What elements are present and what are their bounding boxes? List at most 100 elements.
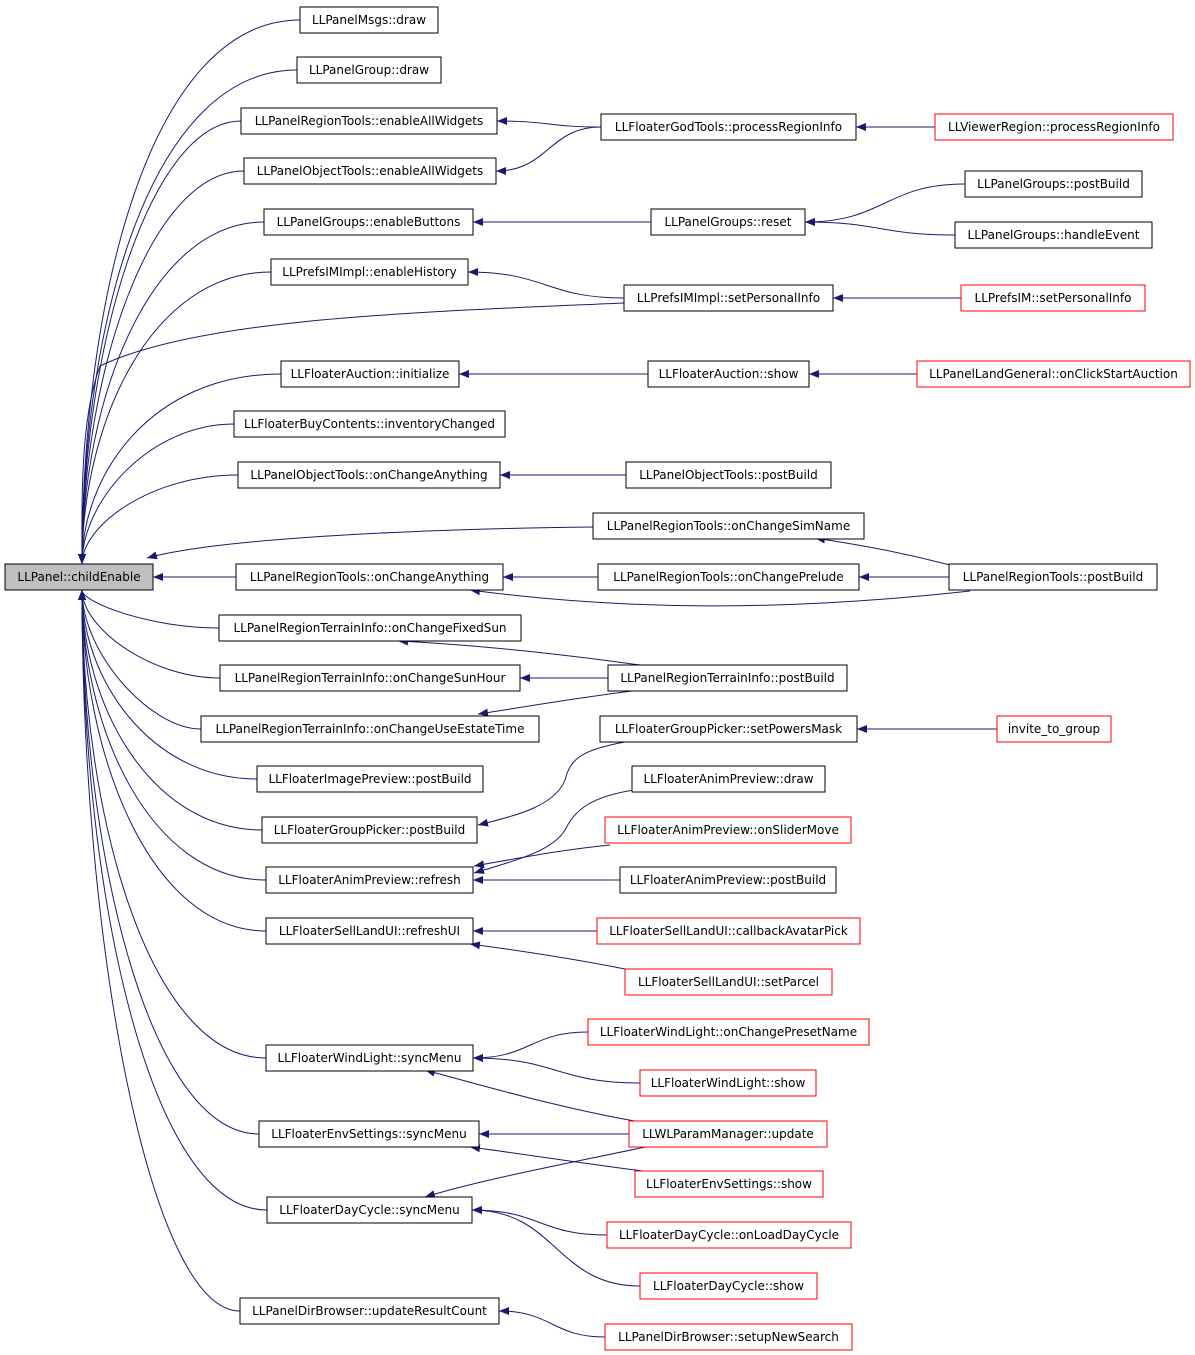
call-edge-wlp_update-to-dc_sync	[424, 1145, 651, 1198]
call-edge-wlp_update-to-wl_sync	[424, 1068, 641, 1123]
node-rt-simname[interactable]: LLPanelRegionTools::onChangeSimName	[592, 512, 865, 540]
node-ap-refresh[interactable]: LLFloaterAnimPreview::refresh	[265, 866, 474, 894]
node-rt-prelude[interactable]: LLPanelRegionTools::onChangePrelude	[597, 563, 860, 591]
call-edge-group_draw-to-root	[78, 69, 298, 565]
node-label: LLPanelDirBrowser::updateResultCount	[252, 1304, 487, 1318]
node-wlp-update[interactable]: LLWLParamManager::update	[628, 1120, 828, 1148]
node-rti-postbuild[interactable]: LLPanelRegionTerrainInfo::postBuild	[607, 664, 848, 692]
call-edge-rt_simname-to-root	[146, 526, 594, 560]
node-box	[237, 461, 501, 489]
node-groups-handle[interactable]: LLPanelGroups::handleEvent	[954, 221, 1153, 249]
node-box	[256, 765, 484, 793]
node-box	[266, 1196, 473, 1224]
node-dc-show[interactable]: LLFloaterDayCycle::show	[639, 1272, 818, 1300]
call-edge-groups_handle-to-groups_reset	[804, 218, 956, 236]
node-label: LLPanelRegionTools::onChangePrelude	[613, 570, 843, 584]
node-auction-init[interactable]: LLFloaterAuction::initialize	[280, 360, 460, 388]
node-label: LLPanelRegionTools::onChangeAnything	[250, 570, 489, 584]
node-label: LLFloaterDayCycle::syncMenu	[279, 1203, 459, 1217]
node-label: invite_to_group	[1008, 722, 1100, 736]
node-sl-parcel[interactable]: LLFloaterSellLandUI::setParcel	[624, 968, 833, 996]
node-gp-powers[interactable]: LLFloaterGroupPicker::setPowersMask	[599, 715, 858, 743]
node-label: LLPanelLandGeneral::onClickStartAuction	[929, 367, 1178, 381]
call-edge-db_search-to-db_update	[498, 1307, 606, 1338]
node-prefsim-setinfo[interactable]: LLPrefsIM::setPersonalInfo	[960, 284, 1146, 312]
node-label: LLPanelObjectTools::postBuild	[639, 468, 818, 482]
node-msgs-draw[interactable]: LLPanelMsgs::draw	[299, 6, 439, 34]
graph-nodes: LLPanel::childEnable LLPanelMsgs::drawLLP…	[4, 6, 1191, 1351]
node-es-sync[interactable]: LLFloaterEnvSettings::syncMenu	[258, 1120, 480, 1148]
node-gp-postbuild[interactable]: LLFloaterGroupPicker::postBuild	[261, 816, 478, 844]
node-buy-inv[interactable]: LLFloaterBuyContents::inventoryChanged	[233, 410, 506, 438]
node-box	[597, 563, 860, 591]
node-prefs-history[interactable]: LLPrefsIMImpl::enableHistory	[270, 258, 469, 286]
node-wl-show[interactable]: LLFloaterWindLight::show	[639, 1069, 817, 1097]
call-edge-ot_enable-to-root	[78, 170, 245, 565]
node-rt-postbuild[interactable]: LLPanelRegionTools::postBuild	[948, 563, 1158, 591]
node-label: LLFloaterImagePreview::postBuild	[268, 772, 471, 786]
node-rt-change[interactable]: LLPanelRegionTools::onChangeAnything	[235, 563, 504, 591]
node-label: LLFloaterBuyContents::inventoryChanged	[244, 417, 495, 431]
node-invite-group[interactable]: invite_to_group	[996, 715, 1112, 743]
call-edge-groups_enable-to-root	[78, 221, 265, 565]
node-groups-enable[interactable]: LLPanelGroups::enableButtons	[263, 208, 474, 236]
node-sl-refresh[interactable]: LLFloaterSellLandUI::refreshUI	[265, 917, 474, 945]
node-label: LLFloaterGroupPicker::postBuild	[274, 823, 466, 837]
node-box	[606, 1221, 852, 1249]
node-wl-sync[interactable]: LLFloaterWindLight::syncMenu	[265, 1044, 474, 1072]
node-box	[960, 284, 1146, 312]
node-ap-slider[interactable]: LLFloaterAnimPreview::onSliderMove	[604, 816, 852, 844]
node-rti-sunhour[interactable]: LLPanelRegionTerrainInfo::onChangeSunHou…	[219, 664, 521, 692]
node-label: LLFloaterAuction::show	[659, 367, 799, 381]
node-ot-postbuild[interactable]: LLPanelObjectTools::postBuild	[625, 461, 832, 489]
node-box	[625, 461, 832, 489]
call-edge-ip_postbuild-to-root	[78, 589, 258, 780]
node-rti-fixedsun[interactable]: LLPanelRegionTerrainInfo::onChangeFixedS…	[218, 614, 522, 642]
node-ot-enable[interactable]: LLPanelObjectTools::enableAllWidgets	[243, 157, 497, 185]
call-edge-gt_process-to-rt_enable	[496, 117, 602, 128]
node-ap-postbuild[interactable]: LLFloaterAnimPreview::postBuild	[619, 866, 837, 894]
node-label: LLFloaterSellLandUI::setParcel	[638, 975, 819, 989]
node-box	[600, 113, 857, 141]
node-sl-avatar[interactable]: LLFloaterSellLandUI::callbackAvatarPick	[596, 917, 861, 945]
node-label: LLFloaterWindLight::show	[651, 1076, 806, 1090]
call-edge-es_sync-to-root	[78, 589, 260, 1135]
node-label: LLFloaterGodTools::processRegionInfo	[615, 120, 842, 134]
node-auction-show[interactable]: LLFloaterAuction::show	[647, 360, 810, 388]
call-edge-groups_postbuild-to-groups_reset	[804, 183, 966, 226]
node-groups-reset[interactable]: LLPanelGroups::reset	[650, 208, 806, 236]
node-db-update[interactable]: LLPanelDirBrowser::updateResultCount	[239, 1297, 500, 1325]
call-edge-dc_show-to-dc_sync	[471, 1206, 641, 1287]
node-wl-preset[interactable]: LLFloaterWindLight::onChangePresetName	[587, 1018, 870, 1046]
node-vr-process[interactable]: LLViewerRegion::processRegionInfo	[934, 113, 1174, 141]
call-edge-gt_process-to-ot_enable	[495, 126, 602, 175]
node-box	[258, 1120, 480, 1148]
node-box	[624, 968, 833, 996]
node-label: LLPanelGroups::reset	[664, 215, 791, 229]
node-box	[263, 208, 474, 236]
node-box	[604, 1323, 853, 1351]
node-label: LLPanel::childEnable	[17, 570, 140, 584]
node-es-show[interactable]: LLFloaterEnvSettings::show	[634, 1170, 824, 1198]
node-box	[996, 715, 1112, 743]
node-label: LLPanelRegionTools::enableAllWidgets	[255, 114, 484, 128]
node-prefs-setinfo[interactable]: LLPrefsIMImpl::setPersonalInfo	[623, 284, 834, 312]
node-ap-draw[interactable]: LLFloaterAnimPreview::draw	[631, 765, 826, 793]
node-groups-postbuild[interactable]: LLPanelGroups::postBuild	[964, 170, 1143, 198]
node-dc-load[interactable]: LLFloaterDayCycle::onLoadDayCycle	[606, 1221, 852, 1249]
node-label: LLFloaterGroupPicker::setPowersMask	[615, 722, 842, 736]
node-rt-enable[interactable]: LLPanelRegionTools::enableAllWidgets	[240, 107, 498, 135]
node-db-search[interactable]: LLPanelDirBrowser::setupNewSearch	[604, 1323, 853, 1351]
node-gt-process[interactable]: LLFloaterGodTools::processRegionInfo	[600, 113, 857, 141]
node-label: LLFloaterEnvSettings::syncMenu	[271, 1127, 466, 1141]
node-group-draw[interactable]: LLPanelGroup::draw	[296, 56, 442, 84]
node-ip-postbuild[interactable]: LLFloaterImagePreview::postBuild	[256, 765, 484, 793]
call-edge-rt_enable-to-root	[78, 120, 242, 565]
call-edge-ap_slider-to-ap_refresh	[473, 844, 611, 869]
node-rti-estate[interactable]: LLPanelRegionTerrainInfo::onChangeUseEst…	[200, 715, 540, 743]
node-ot-change[interactable]: LLPanelObjectTools::onChangeAnything	[237, 461, 501, 489]
node-label: LLFloaterAnimPreview::onSliderMove	[617, 823, 839, 837]
node-label: LLFloaterDayCycle::show	[653, 1279, 804, 1293]
node-land-auction[interactable]: LLPanelLandGeneral::onClickStartAuction	[916, 360, 1191, 388]
node-dc-sync[interactable]: LLFloaterDayCycle::syncMenu	[266, 1196, 473, 1224]
